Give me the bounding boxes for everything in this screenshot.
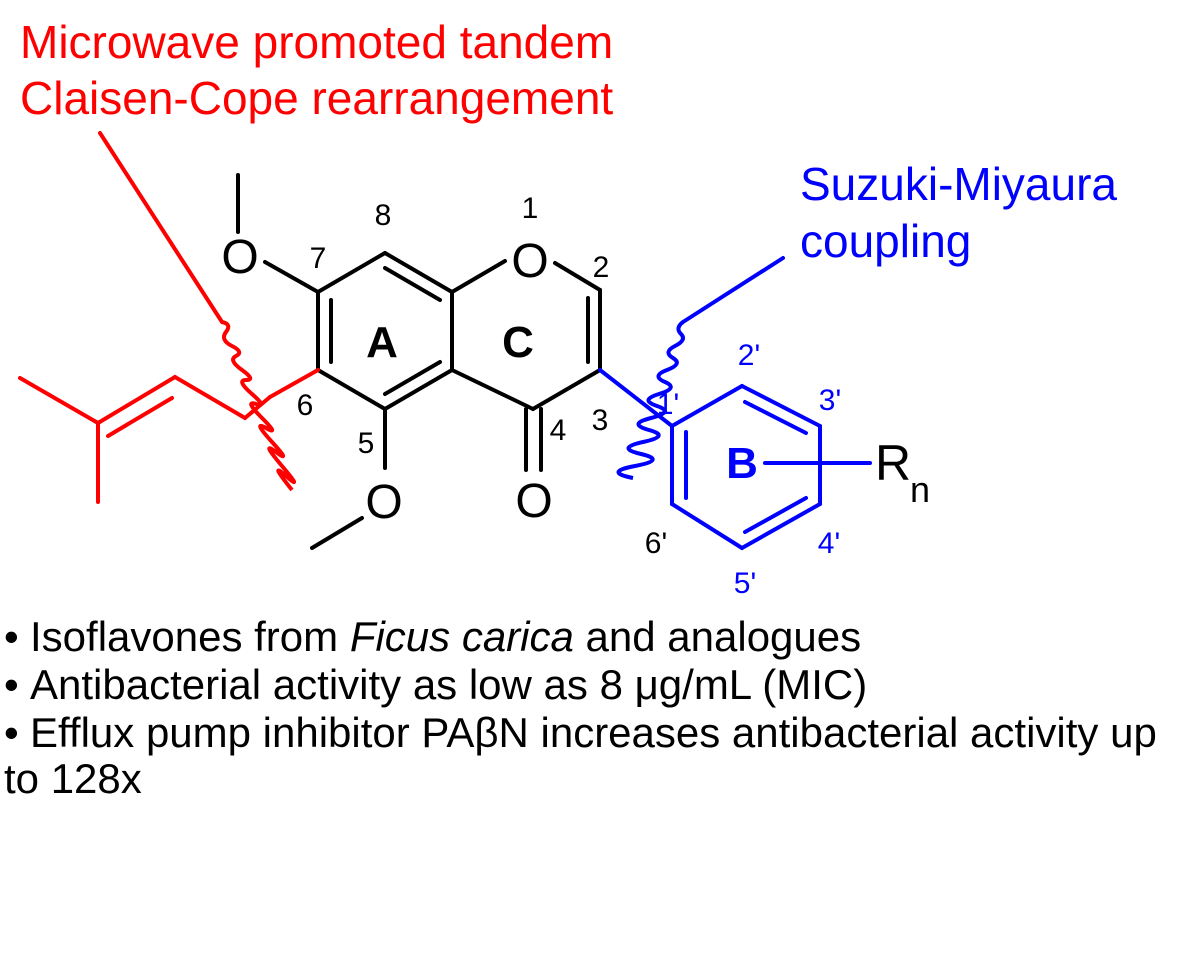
position-1-prime: 1' — [657, 388, 679, 421]
carbonyl-oxygen: O — [515, 475, 552, 528]
ring-b — [598, 256, 872, 550]
bullet-3-text: Efflux pump inhibitor PAβN increases ant… — [4, 709, 1157, 802]
bullet-marker: • — [4, 613, 19, 660]
position-1: 1 — [522, 192, 539, 225]
bullet-marker: • — [4, 709, 19, 756]
position-4-prime: 4' — [818, 527, 840, 560]
bullet-list: •Isoflavones from Ficus carica and analo… — [4, 614, 1196, 804]
position-6-prime: 6' — [645, 527, 667, 560]
ring-oxygen-1: O — [511, 235, 548, 288]
methoxy-oxygen-7: O — [221, 231, 258, 284]
bullet-1-text-italic: Ficus carica — [349, 613, 574, 660]
isoflavone-core — [236, 173, 602, 550]
suzuki-wavy-bond — [616, 320, 685, 480]
position-8: 8 — [375, 199, 392, 232]
suzuki-label-line2: coupling — [800, 215, 971, 267]
bullet-1-text-post: and analogues — [573, 613, 862, 660]
ring-c-label: C — [502, 318, 534, 367]
substituent-r: R — [875, 435, 911, 491]
ring-b-numbering: 1' 2' 3' 4' 5' 6' — [645, 339, 841, 600]
position-3: 3 — [592, 404, 609, 437]
bullet-marker: • — [4, 661, 19, 708]
ring-a-label: A — [366, 318, 398, 367]
position-4: 4 — [550, 414, 567, 447]
prenyl-group — [18, 131, 320, 504]
ring-b-label: B — [726, 439, 758, 488]
position-7: 7 — [310, 242, 327, 275]
bullet-2-text: Antibacterial activity as low as 8 μg/mL… — [30, 661, 868, 708]
claisen-label-line2: Claisen-Cope rearrangement — [20, 72, 613, 124]
position-2-prime: 2' — [738, 339, 760, 372]
position-5: 5 — [358, 427, 375, 460]
bullet-item-2: •Antibacterial activity as low as 8 μg/m… — [4, 662, 1196, 708]
suzuki-label-line1: Suzuki-Miyaura — [800, 158, 1117, 210]
position-6: 6 — [297, 389, 314, 422]
bullet-item-1: •Isoflavones from Ficus carica and analo… — [4, 614, 1196, 660]
position-5-prime: 5' — [734, 567, 756, 600]
claisen-wavy-bond — [221, 320, 296, 492]
bullet-item-3: •Efflux pump inhibitor PAβN increases an… — [4, 710, 1196, 802]
position-2: 2 — [593, 251, 610, 284]
methoxy-oxygen-5: O — [365, 476, 402, 529]
core-numbering: 1 2 3 4 5 6 7 8 — [297, 192, 610, 460]
claisen-label-line1: Microwave promoted tandem — [20, 16, 613, 68]
isoflavone-scheme: O O O O A C 1 2 3 4 5 6 7 8 Microwave pr… — [18, 16, 1117, 600]
position-3-prime: 3' — [819, 384, 841, 417]
bullet-1-text-pre: Isoflavones from — [30, 613, 350, 660]
substituent-subscript-n: n — [910, 469, 930, 510]
